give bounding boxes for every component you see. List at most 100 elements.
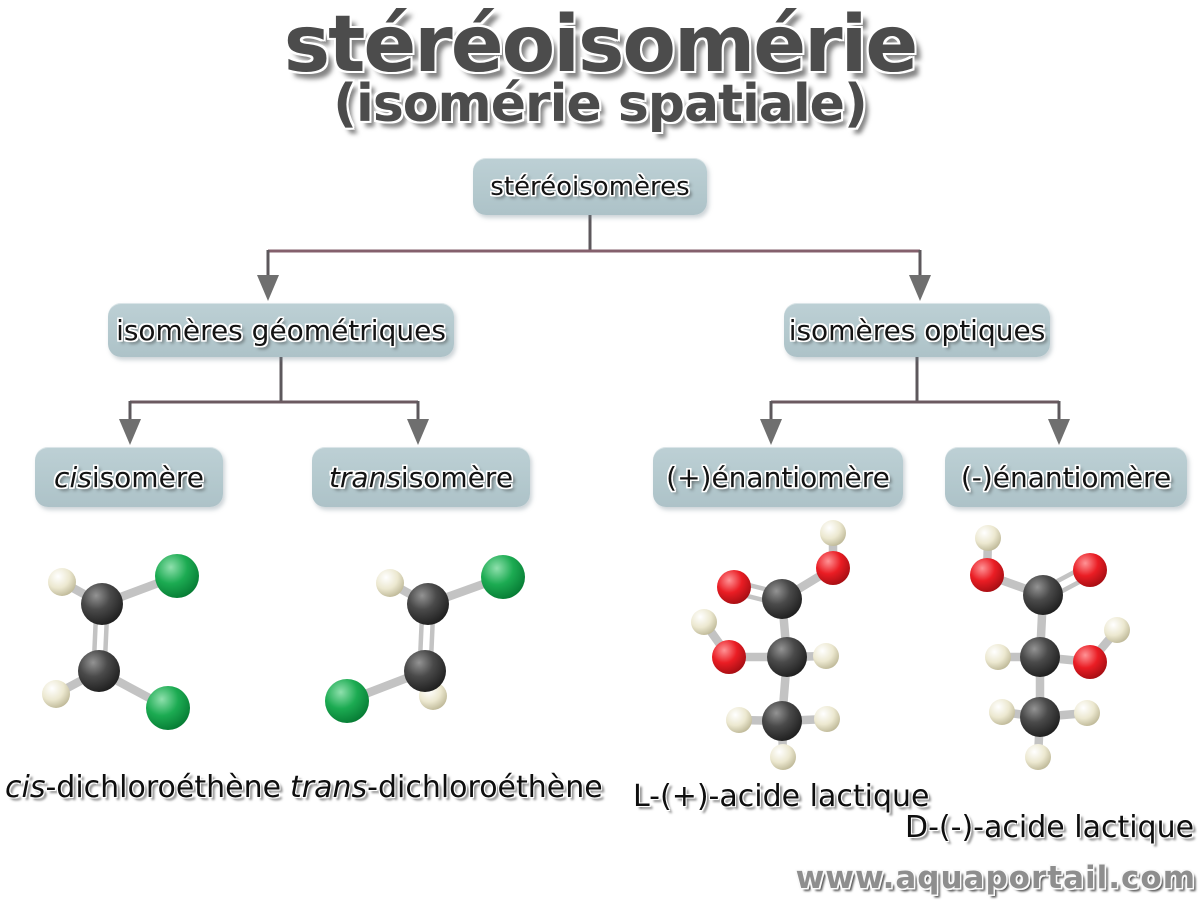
node-label: isomère [400, 460, 514, 494]
atom-H [726, 707, 752, 733]
molecule-d-lactic-acid [970, 525, 1130, 770]
bond [1038, 562, 1090, 593]
atom-O [970, 558, 1004, 592]
bond [420, 666, 438, 701]
bond [997, 707, 1045, 722]
bond [97, 571, 182, 609]
bond [1043, 572, 1095, 603]
node-label-italic: cis [54, 460, 92, 494]
node-trans-isomere: trans isomère [312, 447, 530, 507]
arrowhead-minus [1048, 419, 1070, 445]
bond [1085, 625, 1122, 667]
atom-H [985, 644, 1011, 670]
bond [782, 651, 831, 662]
atom-H [989, 699, 1015, 725]
node-label-italic: trans [328, 460, 401, 494]
bond [417, 601, 425, 674]
bond [1033, 712, 1045, 762]
label-rest: -dichloroéthène [45, 770, 282, 805]
atom-H [691, 609, 717, 635]
node-label: (-)énantiomère [960, 460, 1172, 494]
node-stereoisomeres: stéréoisomères [473, 158, 707, 215]
bond [982, 533, 993, 580]
molecule-l-lactic-acid [691, 520, 850, 770]
arrowhead-cis [119, 419, 141, 445]
label-rest: -dichloroéthène [367, 770, 603, 805]
label-l-lactic-acid: L-(+)-acide lactique [633, 779, 930, 814]
atom-Cl [481, 555, 525, 599]
atom-C [404, 650, 446, 692]
bond [94, 666, 173, 713]
bond [51, 666, 104, 699]
atom-H [376, 569, 404, 597]
bond [734, 715, 787, 726]
atom-H [820, 520, 846, 546]
label-cis-dichloroethene: cis-dichloroéthène [5, 770, 281, 805]
watermark: www.aquaportail.com [795, 860, 1196, 896]
atom-H [419, 682, 447, 710]
bond [385, 578, 433, 609]
node-isomeres-optiques: isomères optiques [784, 303, 1050, 357]
node-label: isomères optiques [788, 313, 1046, 347]
atom-Cl [146, 686, 190, 730]
bond [1035, 652, 1095, 667]
bond [1035, 590, 1048, 662]
node-label: isomère [91, 460, 204, 494]
atom-H [42, 680, 70, 708]
bond [699, 617, 734, 662]
node-label: stéréoisomères [490, 171, 690, 202]
bond [777, 652, 792, 726]
atom-C [1020, 697, 1060, 737]
arrowhead-trans [407, 419, 429, 445]
bond [57, 577, 107, 609]
arrowhead-geo [257, 275, 279, 301]
bond [730, 590, 783, 607]
bond [342, 666, 430, 706]
node-label: (+)énantiomère [666, 460, 890, 494]
atom-Cl [325, 679, 369, 723]
label-trans-dichloroethene: trans-dichloroéthène [290, 770, 603, 805]
atom-H [770, 744, 796, 770]
page-title: stéréoisomérie [283, 0, 919, 90]
atom-C [81, 583, 123, 625]
molecule-cis-dichloroethene [42, 554, 199, 730]
bond [733, 579, 786, 596]
label-italic: cis [5, 770, 46, 805]
atom-H [1025, 744, 1051, 770]
atom-O [712, 640, 746, 674]
node-isomeres-geometriques: isomères géométriques [108, 303, 454, 357]
page-subtitle: (isomérie spatiale) [333, 74, 867, 134]
atom-H [1074, 700, 1100, 726]
atom-C [762, 701, 802, 741]
atom-C [1023, 575, 1063, 615]
bond [1035, 708, 1092, 722]
atom-H [975, 525, 1001, 551]
bond [777, 594, 792, 662]
node-cis-isomere: cis isomère [35, 447, 223, 507]
atom-C [767, 637, 807, 677]
arrowhead-plus [760, 419, 782, 445]
bond [777, 563, 838, 604]
label-italic: trans [290, 770, 368, 805]
atom-Cl [155, 554, 199, 598]
node-minus-enantiomere: (-)énantiomère [945, 447, 1187, 507]
bond [428, 601, 436, 674]
atom-O [717, 570, 751, 604]
bond [777, 716, 788, 762]
atom-C [407, 583, 449, 625]
bond [102, 601, 110, 674]
molecule-trans-dichloroethene [325, 555, 525, 723]
atom-H [48, 568, 76, 596]
bond [91, 601, 99, 674]
atom-H [814, 706, 840, 732]
atom-H [1104, 617, 1130, 643]
bond [982, 570, 1048, 600]
atom-C [78, 650, 120, 692]
atom-C [762, 579, 802, 619]
node-plus-enantiomere: (+)énantiomère [653, 447, 903, 507]
atom-O [1073, 553, 1107, 587]
bond [777, 714, 832, 726]
atom-H [813, 643, 839, 669]
atom-O [1073, 645, 1107, 679]
